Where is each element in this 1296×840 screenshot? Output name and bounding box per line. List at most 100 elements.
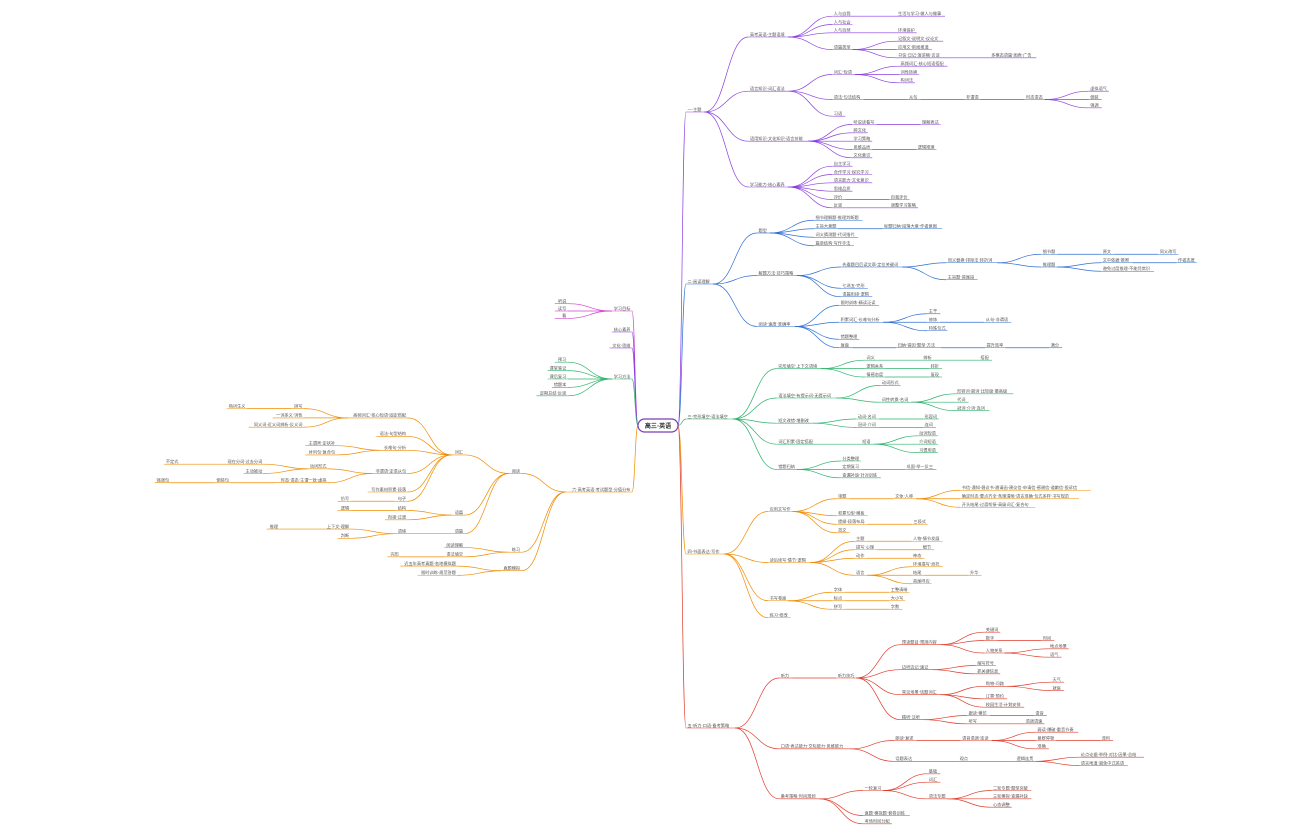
root-node[interactable]: 高三·英语 xyxy=(637,418,679,433)
mindmap-node-label[interactable]: 主旨大意题 xyxy=(816,223,838,230)
mindmap-node-label[interactable]: 二轮专题·题型突破 xyxy=(993,784,1028,791)
mindmap-node-label[interactable]: 二·阅读理解 xyxy=(688,278,710,285)
mindmap-node-label[interactable]: 三轮模拟·查漏补缺 xyxy=(993,793,1029,800)
mindmap-node-label[interactable]: 准确 xyxy=(1037,743,1045,750)
mindmap-node-label[interactable]: 语法填空 xyxy=(446,551,463,558)
mindmap-node-label[interactable]: 标题归纳·段落大意·作者意图 xyxy=(884,223,937,230)
mindmap-node-label[interactable]: 细节题 xyxy=(1043,248,1056,255)
mindmap-node-label[interactable]: 并列句·复合句 xyxy=(309,449,335,456)
mindmap-node-label[interactable]: 从句·非谓语 xyxy=(986,316,1008,323)
mindmap-node-label[interactable]: 提纲·段落布局 xyxy=(838,518,864,525)
mindmap-node-label[interactable]: 判断 xyxy=(341,532,350,539)
mindmap-node-label[interactable]: 七选五·完形 xyxy=(842,282,865,289)
mindmap-node-label[interactable]: 拼写 xyxy=(834,603,842,610)
mindmap-node-label[interactable]: 时间 xyxy=(1043,634,1051,641)
mindmap-node-label[interactable]: 积累句型·模板 xyxy=(838,510,865,517)
mindmap-node-label[interactable]: 阅读·速度·准确率 xyxy=(759,320,791,327)
mindmap-node-label[interactable]: 语篇 xyxy=(455,527,463,534)
mindmap-node-label[interactable]: 语境 xyxy=(398,527,406,534)
mindmap-node-label[interactable]: 原文 xyxy=(1103,248,1112,255)
mindmap-node-label[interactable]: 熟词生义 xyxy=(229,402,247,409)
mindmap-node-label[interactable]: 弱读·爆破·重音节奏 xyxy=(1037,726,1074,733)
mindmap-node-label[interactable]: 文体·人称 xyxy=(895,493,913,500)
mindmap-node-label[interactable]: 论点论据·举例·对比·因果·总结 xyxy=(1081,751,1137,758)
mindmap-node-label[interactable]: 动词形式 xyxy=(882,379,900,386)
mindmap-node-label[interactable]: 审题 xyxy=(838,493,847,500)
mindmap-node-label[interactable]: 关键词 xyxy=(986,626,999,633)
mindmap-node-label[interactable]: 结构 xyxy=(398,504,406,511)
mindmap-node-label[interactable]: 数字 xyxy=(986,634,994,641)
mindmap-node-label[interactable]: 非谓语 xyxy=(966,93,979,100)
mindmap-node-label[interactable]: 主题 xyxy=(856,535,865,542)
mindmap-node-label[interactable]: 高考英语·主题语境 xyxy=(750,31,785,38)
mindmap-node-label[interactable]: 听说读看写 xyxy=(854,118,875,125)
mindmap-node-label[interactable]: 语调语速 xyxy=(1026,718,1044,725)
mindmap-node-label[interactable]: 虚拟语气 xyxy=(1090,85,1108,92)
mindmap-node-label[interactable]: 记叙文·说明文·议论文 xyxy=(898,35,939,42)
mindmap-node-label[interactable]: 动词短语 xyxy=(919,430,936,437)
mindmap-node-label[interactable]: 词性转换·名词 xyxy=(882,396,908,403)
mindmap-node-label[interactable]: 从句 xyxy=(909,93,917,100)
mindmap-node-label[interactable]: 首尾呼应 xyxy=(913,578,930,585)
mindmap-node-label[interactable]: 人与社会 xyxy=(834,18,852,25)
mindmap-node-label[interactable]: 文化意识 xyxy=(854,152,871,159)
mindmap-node-label[interactable]: 范文 xyxy=(838,527,847,534)
mindmap-node-label[interactable]: 常见场景·话题词汇 xyxy=(902,688,937,695)
mindmap-node-label[interactable]: 逻辑连贯 xyxy=(1017,755,1034,762)
mindmap-node-label[interactable]: 长难句·分析 xyxy=(384,444,406,451)
mindmap-node-label[interactable]: 课后复习 xyxy=(550,373,567,380)
mindmap-node-label[interactable]: 形容词 xyxy=(925,413,938,420)
mindmap-node-label[interactable]: 词汇 xyxy=(929,776,937,783)
mindmap-node-label[interactable]: 错题归纳 xyxy=(778,463,795,470)
mindmap-node-label[interactable]: 阅读 xyxy=(512,467,520,474)
mindmap-node-label[interactable]: 代词 xyxy=(957,396,965,403)
mindmap-node-label[interactable]: 读写 xyxy=(558,305,566,312)
mindmap-node-label[interactable]: 语法·句法结构 xyxy=(834,93,860,100)
mindmap-node-label[interactable]: 边听边记·速记 xyxy=(902,663,929,670)
mindmap-node-label[interactable]: 听力 xyxy=(781,672,789,679)
mindmap-node-label[interactable]: 主干 xyxy=(929,308,937,315)
mindmap-node-label[interactable]: 调整学习策略 xyxy=(891,202,917,209)
mindmap-node-label[interactable]: 主动被动 xyxy=(246,467,263,474)
mindmap-node-label[interactable]: 语音语调·连读 xyxy=(962,734,988,741)
mindmap-node-label[interactable]: 自主学习 xyxy=(834,160,851,167)
mindmap-node-label[interactable]: 归纳·错因·题型·方法 xyxy=(898,342,936,349)
mindmap-node-label[interactable]: 书信·通知·倡议书·邀请函·建议信·申请信·感谢信·道歉信·投诉信 xyxy=(962,484,1077,491)
mindmap-node-label[interactable]: 描写·心理 xyxy=(856,544,875,551)
mindmap-node-label[interactable]: 语言知识·词汇语法 xyxy=(750,85,785,92)
mindmap-node-label[interactable]: 看 xyxy=(562,312,566,319)
mindmap-node-label[interactable]: 查漏补缺·针对训练 xyxy=(842,472,878,479)
mindmap-node-label[interactable]: 巩固·举一反三 xyxy=(907,463,933,470)
mindmap-node-label[interactable]: 错题本 xyxy=(554,381,567,388)
mindmap-node-label[interactable]: 语用知识·文化知识·语言技能 xyxy=(750,135,804,142)
mindmap-node-label[interactable]: 听力技巧 xyxy=(838,672,855,679)
mindmap-node-label[interactable]: 自我评价 xyxy=(891,193,909,200)
mindmap-node-label[interactable]: 口语·表达能力·交际能力·思维能力 xyxy=(781,743,844,750)
mindmap-node-label[interactable]: 语法填空·有提示词·无提示词 xyxy=(778,392,831,399)
mindmap-node-label[interactable]: 反思 xyxy=(834,202,842,209)
mindmap-node-label[interactable]: 意群停顿 xyxy=(1037,734,1055,741)
mindmap-node-label[interactable]: 习语 xyxy=(834,110,842,117)
mindmap-node-label[interactable]: 备考策略·时间规划 xyxy=(781,793,816,800)
mindmap-node-label[interactable]: 仿写 xyxy=(341,495,349,502)
mindmap-node-label[interactable]: 学习方法 xyxy=(614,373,631,380)
mindmap-node-label[interactable]: 词汇积累·固定搭配 xyxy=(778,438,814,445)
mindmap-node-label[interactable]: 确定时态·要点齐全·条理清晰·语言准确·句式多样·书写规范 xyxy=(962,493,1069,500)
mindmap-node-label[interactable]: 合作学习·探究学习 xyxy=(834,168,869,175)
mindmap-node-label[interactable]: 人物·情节发展 xyxy=(913,535,940,542)
mindmap-node-label[interactable]: 习惯用语 xyxy=(919,446,936,453)
mindmap-node-label[interactable]: 一·主题 xyxy=(688,106,703,113)
mindmap-node-label[interactable]: 不定式 xyxy=(166,458,179,465)
mindmap-node-label[interactable]: 书写卷面 xyxy=(770,595,787,602)
mindmap-node-label[interactable]: 写作素材积累·段落 xyxy=(371,486,407,493)
mindmap-node-label[interactable]: 完形 xyxy=(391,551,400,558)
mindmap-node-label[interactable]: 三·完形填空·语法填空 xyxy=(688,413,728,420)
mindmap-node-label[interactable]: 字数 xyxy=(891,603,900,610)
mindmap-node-label[interactable]: 语言 xyxy=(856,569,864,576)
mindmap-node-label[interactable]: 跟读·模仿 xyxy=(969,709,987,716)
mindmap-node-label[interactable]: 作者态度 xyxy=(1178,257,1196,264)
mindmap-node-label[interactable]: 定期总结·反思 xyxy=(540,390,566,397)
mindmap-node-label[interactable]: 动作 xyxy=(856,552,865,559)
mindmap-node-label[interactable]: 主旨题·首尾段 xyxy=(948,274,975,281)
mindmap-node-label[interactable]: 语篇类型 xyxy=(834,43,851,50)
